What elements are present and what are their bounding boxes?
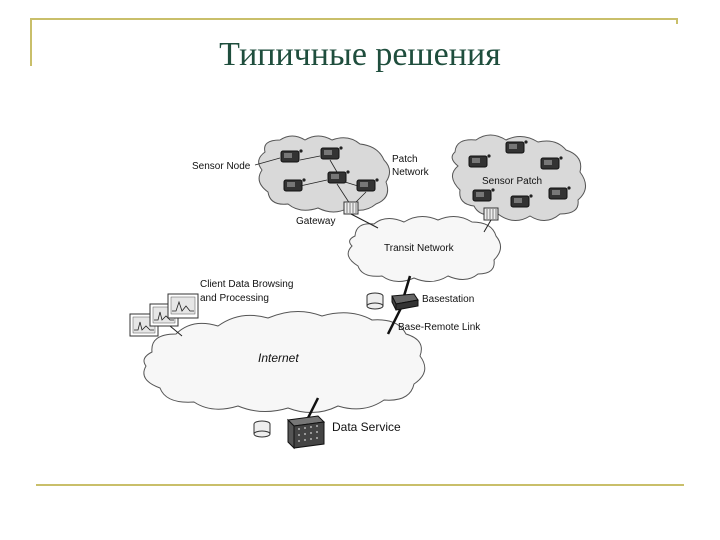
internet-cloud <box>143 311 426 413</box>
label-client-browsing-1: Client Data Browsing <box>200 279 293 290</box>
transit-network-cloud <box>347 216 501 282</box>
gateway-right <box>483 207 499 221</box>
label-sensor-patch: Sensor Patch <box>482 176 542 187</box>
slide-frame-bottom <box>36 484 684 486</box>
data-service-database-icon <box>253 420 271 438</box>
label-internet: Internet <box>258 351 299 365</box>
slide-title: Типичные решения <box>219 36 501 73</box>
basestation-device <box>391 293 419 311</box>
label-gateway: Gateway <box>296 216 335 227</box>
client-screen-3 <box>167 293 199 319</box>
patch-network-cloud <box>258 135 390 213</box>
label-transit-network: Transit Network <box>384 243 455 254</box>
gateway-left <box>343 201 359 215</box>
label-base-remote-link: Base-Remote Link <box>398 322 481 333</box>
label-client-browsing-2: and Processing <box>200 293 269 304</box>
data-service-server <box>286 415 326 450</box>
slide-frame-right <box>676 18 678 24</box>
label-data-service: Data Service <box>332 420 401 434</box>
label-patch: Patch <box>392 154 418 165</box>
slide-frame-top <box>30 18 678 20</box>
slide-frame-left <box>30 18 32 66</box>
transit-basestation-link <box>402 275 412 297</box>
base-remote-link <box>386 305 404 335</box>
label-basestation: Basestation <box>422 294 474 305</box>
label-sensor-node: Sensor Node <box>192 161 251 172</box>
label-network: Network <box>392 167 430 178</box>
basestation-database-icon <box>366 292 384 310</box>
